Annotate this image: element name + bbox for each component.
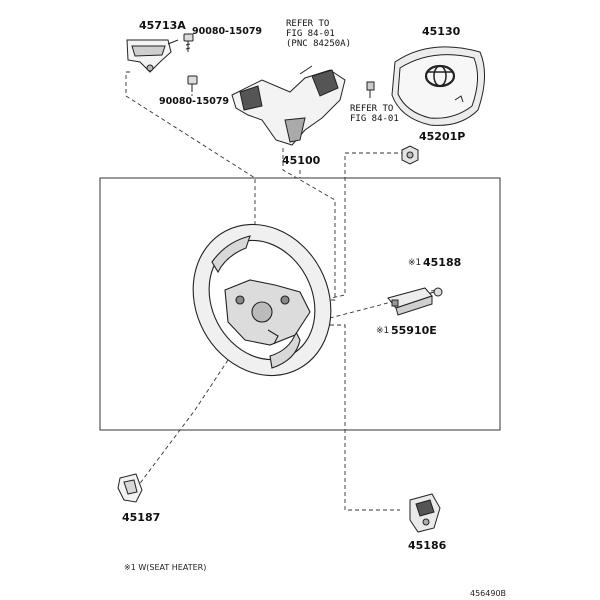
label-90080-bottom: 90080-15079 (159, 96, 230, 107)
heater-module-55910E-icon (387, 287, 433, 316)
marker-45188: ※1 (408, 258, 422, 268)
label-45187: 45187 (122, 511, 161, 524)
leader-45713A (125, 71, 256, 290)
leader-45186 (330, 324, 400, 511)
footnote-seat-heater: ※1 W(SEAT HEATER) (124, 563, 207, 572)
leader-45188 (329, 289, 436, 319)
leader-lines (125, 71, 436, 511)
label-45201P: 45201P (419, 130, 466, 143)
marker-55910E: ※1 (376, 326, 390, 336)
screw-90080-bottom-icon (187, 75, 198, 92)
label-45188: 45188 (423, 256, 462, 269)
leader-45201P (321, 152, 405, 301)
diagram-code: 456490B (470, 589, 507, 598)
steering-wheel-45100-icon (192, 223, 332, 377)
steering-switch-cover-icon (231, 65, 346, 146)
nut-45201P-icon (401, 145, 419, 165)
screw-90080-top-icon (183, 33, 194, 52)
clip-screw-icon (366, 81, 375, 98)
label-55910E: 55910E (391, 324, 437, 337)
lower-cover-45187-icon (117, 473, 143, 503)
label-45713A: 45713A (139, 19, 186, 32)
switch-cover-45186-icon (409, 493, 441, 533)
leader-45187 (134, 359, 229, 491)
label-45130: 45130 (422, 25, 461, 38)
ref-note-mid: REFER TO FIG 84-01 (350, 104, 399, 124)
label-45100: 45100 (282, 154, 321, 167)
ref-note-top: REFER TO FIG 84-01 (PNC 84250A) (286, 19, 352, 49)
label-45186: 45186 (408, 539, 447, 552)
airbag-45130-icon (391, 46, 485, 126)
part-45713A-icon (126, 39, 179, 73)
label-90080-top: 90080-15079 (192, 26, 263, 37)
screw-45188-icon (427, 287, 443, 297)
